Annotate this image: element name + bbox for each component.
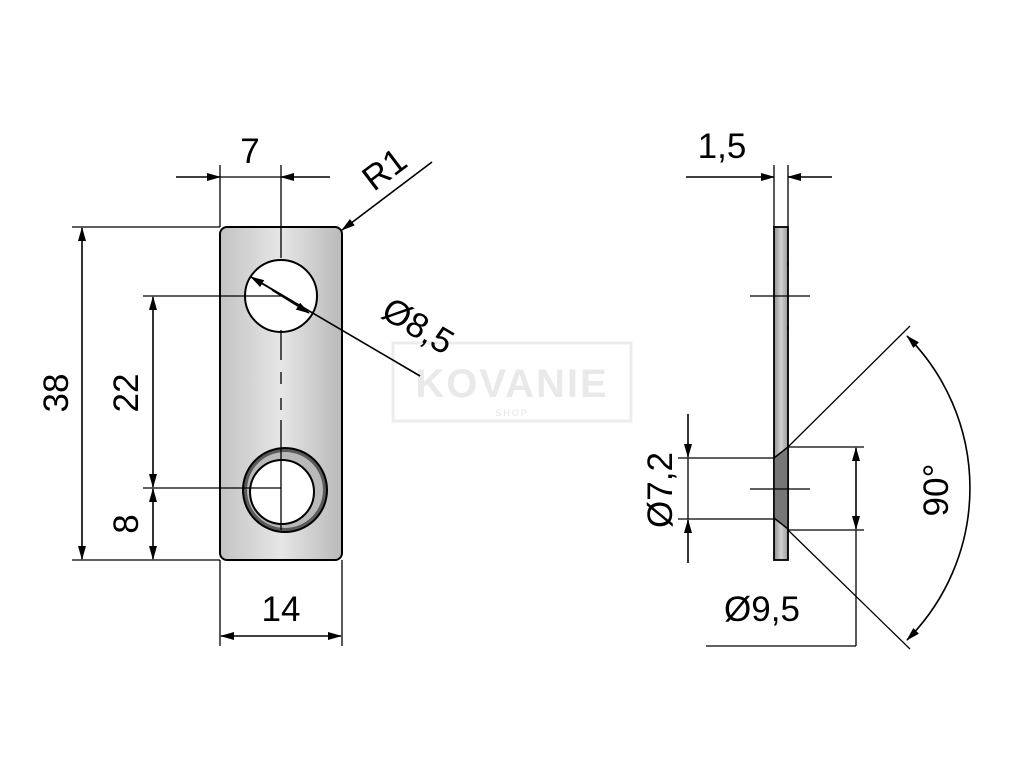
watermark-brand: KOVANIE — [415, 362, 608, 406]
dim-bottom-offset: 8 — [107, 514, 146, 533]
dim-hole-diameter: Ø8,5 — [375, 290, 460, 363]
dim-hole-spacing: 22 — [107, 374, 146, 413]
dim-half-width: 7 — [240, 132, 259, 171]
watermark-sub: SHOP — [495, 408, 529, 418]
side-view: 1,5 Ø7,2 Ø9,5 90° — [641, 127, 971, 650]
watermark: KOVANIE SHOP — [391, 341, 633, 423]
dim-countersink-angle: 90° — [917, 464, 956, 517]
dim-thickness: 1,5 — [698, 127, 747, 166]
dim-countersink-outer: Ø9,5 — [724, 590, 800, 629]
countersink-cut — [773, 445, 789, 531]
dim-width: 14 — [262, 590, 301, 629]
dim-countersink-inner: Ø7,2 — [641, 452, 680, 528]
dim-corner-radius: R1 — [355, 141, 414, 199]
dim-height: 38 — [37, 374, 76, 413]
front-view: 7 R1 38 22 8 Ø8,5 14 — [37, 132, 460, 646]
bottom-hole — [249, 459, 315, 525]
